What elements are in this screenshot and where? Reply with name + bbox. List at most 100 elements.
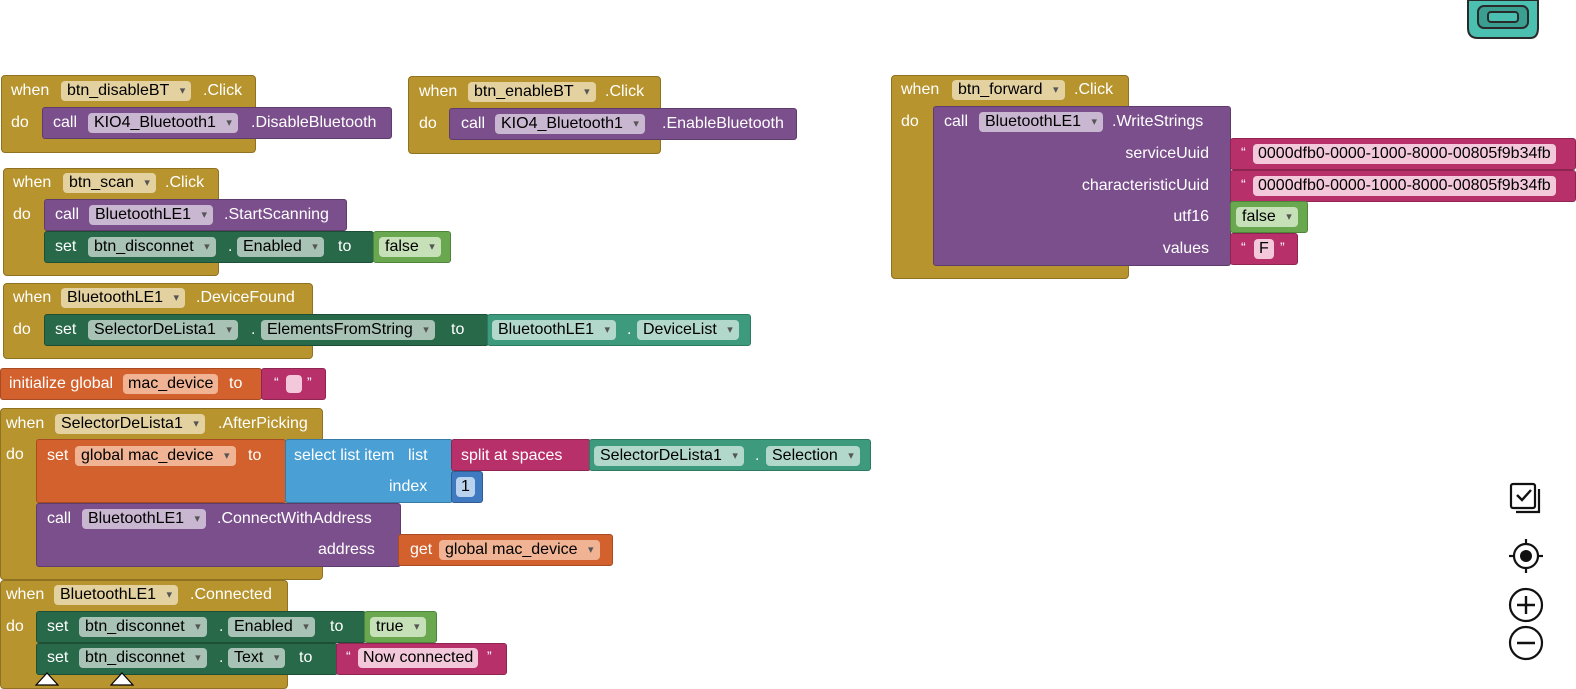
checklist-icon[interactable]: [1508, 481, 1544, 515]
call-label: call: [53, 114, 78, 131]
variable-dropdown[interactable]: global mac_device: [439, 540, 600, 560]
set-label: set: [47, 649, 69, 666]
component-dropdown[interactable]: BluetoothLE1: [82, 509, 207, 529]
quote-open: “: [346, 648, 351, 664]
text-field[interactable]: F: [1254, 239, 1274, 259]
arg-label: utf16: [1173, 208, 1209, 225]
call-label: call: [47, 510, 72, 527]
zoom-out-icon[interactable]: [1508, 624, 1546, 662]
when-label: when: [6, 586, 45, 603]
quote-open: “: [1241, 144, 1246, 160]
method-name: .WriteStrings: [1112, 113, 1204, 130]
quote-open: “: [1241, 239, 1246, 255]
component-dropdown[interactable]: SelectorDeLista1: [55, 414, 205, 434]
component-dropdown[interactable]: BluetoothLE1: [54, 585, 179, 605]
variable-name-field[interactable]: mac_device: [123, 374, 219, 394]
do-label: do: [11, 114, 29, 131]
to-label: to: [330, 618, 344, 635]
text-field[interactable]: 0000dfb0-0000-1000-8000-00805f9b34fb: [1253, 144, 1556, 164]
do-label: do: [13, 321, 31, 338]
component-dropdown[interactable]: btn_disconnet: [79, 648, 207, 668]
boolean-dropdown[interactable]: false: [379, 237, 441, 257]
event-name: .DeviceFound: [196, 289, 295, 306]
when-label: when: [901, 81, 940, 98]
event-name: .Click: [1074, 81, 1114, 98]
component-dropdown[interactable]: SelectorDeLista1: [594, 446, 744, 466]
when-label: when: [6, 415, 45, 432]
property-dropdown[interactable]: Selection: [766, 446, 860, 466]
component-dropdown[interactable]: KIO4_Bluetooth1: [495, 114, 645, 134]
when-label: when: [11, 82, 50, 99]
text-field[interactable]: Now connected: [358, 648, 479, 668]
event-name: .Connected: [190, 586, 272, 603]
set-label: set: [47, 447, 69, 464]
get-label: get: [410, 541, 433, 558]
text-field[interactable]: [286, 375, 302, 393]
event-name: .Click: [605, 83, 645, 100]
quote-close: ”: [487, 648, 492, 664]
when-label: when: [419, 83, 458, 100]
set-label: set: [55, 321, 77, 338]
target-center-icon[interactable]: [1508, 537, 1546, 575]
warning-triangle-icon[interactable]: [35, 672, 59, 686]
arg-label: serviceUuid: [1125, 145, 1209, 162]
property-dropdown[interactable]: DeviceList: [637, 320, 739, 340]
component-dropdown[interactable]: BluetoothLE1: [492, 320, 617, 340]
property-dropdown[interactable]: Text: [228, 648, 286, 668]
split-at-spaces-block[interactable]: [451, 439, 591, 471]
to-label: to: [299, 649, 313, 666]
call-label: call: [55, 206, 80, 223]
property-dropdown[interactable]: ElementsFromString: [261, 320, 435, 340]
to-label: to: [248, 447, 262, 464]
call-label: call: [944, 113, 969, 130]
quote-close: ”: [307, 374, 312, 390]
do-label: do: [419, 115, 437, 132]
component-dropdown[interactable]: btn_disableBT: [61, 81, 192, 101]
component-dropdown[interactable]: KIO4_Bluetooth1: [88, 113, 238, 133]
dot-separator: .: [228, 238, 233, 255]
component-dropdown[interactable]: btn_scan: [63, 173, 156, 193]
component-dropdown[interactable]: btn_disconnet: [79, 617, 207, 637]
number-field[interactable]: 1: [456, 477, 475, 497]
event-name: .Click: [165, 174, 205, 191]
zoom-in-icon[interactable]: [1508, 586, 1546, 624]
arg-label: characteristicUuid: [1081, 177, 1209, 194]
component-dropdown[interactable]: btn_disconnet: [88, 237, 216, 257]
call-block[interactable]: [933, 106, 1231, 266]
do-label: do: [13, 206, 31, 223]
boolean-dropdown[interactable]: false: [1236, 207, 1298, 227]
property-dropdown[interactable]: Enabled: [228, 617, 315, 637]
select-list-item-label: select list item: [294, 447, 395, 464]
property-dropdown[interactable]: Enabled: [237, 237, 324, 257]
dot-separator: .: [219, 649, 224, 666]
quote-open: “: [274, 374, 279, 390]
component-dropdown[interactable]: btn_enableBT: [468, 82, 596, 102]
to-label: to: [338, 238, 352, 255]
component-dropdown[interactable]: btn_forward: [952, 80, 1065, 100]
backpack-icon[interactable]: [1466, 0, 1542, 40]
dot-separator: .: [627, 321, 632, 338]
component-dropdown[interactable]: BluetoothLE1: [89, 205, 214, 225]
index-label: index: [389, 478, 428, 495]
dot-separator: .: [251, 321, 256, 338]
set-label: set: [55, 238, 77, 255]
call-label: call: [461, 115, 486, 132]
split-label: split at spaces: [461, 447, 563, 464]
text-field[interactable]: 0000dfb0-0000-1000-8000-00805f9b34fb: [1253, 176, 1556, 196]
initialize-global-label: initialize global: [9, 375, 114, 392]
variable-dropdown[interactable]: global mac_device: [75, 446, 236, 466]
warning-triangle-icon[interactable]: [110, 672, 134, 686]
when-label: when: [13, 174, 52, 191]
do-label: do: [6, 446, 24, 463]
to-label: to: [229, 375, 243, 392]
dot-separator: .: [219, 618, 224, 635]
select-list-item-block[interactable]: [285, 439, 453, 503]
arg-label: values: [1162, 240, 1209, 257]
component-dropdown[interactable]: BluetoothLE1: [61, 288, 186, 308]
component-dropdown[interactable]: SelectorDeLista1: [88, 320, 238, 340]
list-label: list: [408, 447, 428, 464]
boolean-dropdown[interactable]: true: [370, 617, 426, 637]
component-dropdown[interactable]: BluetoothLE1: [979, 112, 1104, 132]
to-label: to: [451, 321, 465, 338]
arg-label: address: [318, 541, 375, 558]
